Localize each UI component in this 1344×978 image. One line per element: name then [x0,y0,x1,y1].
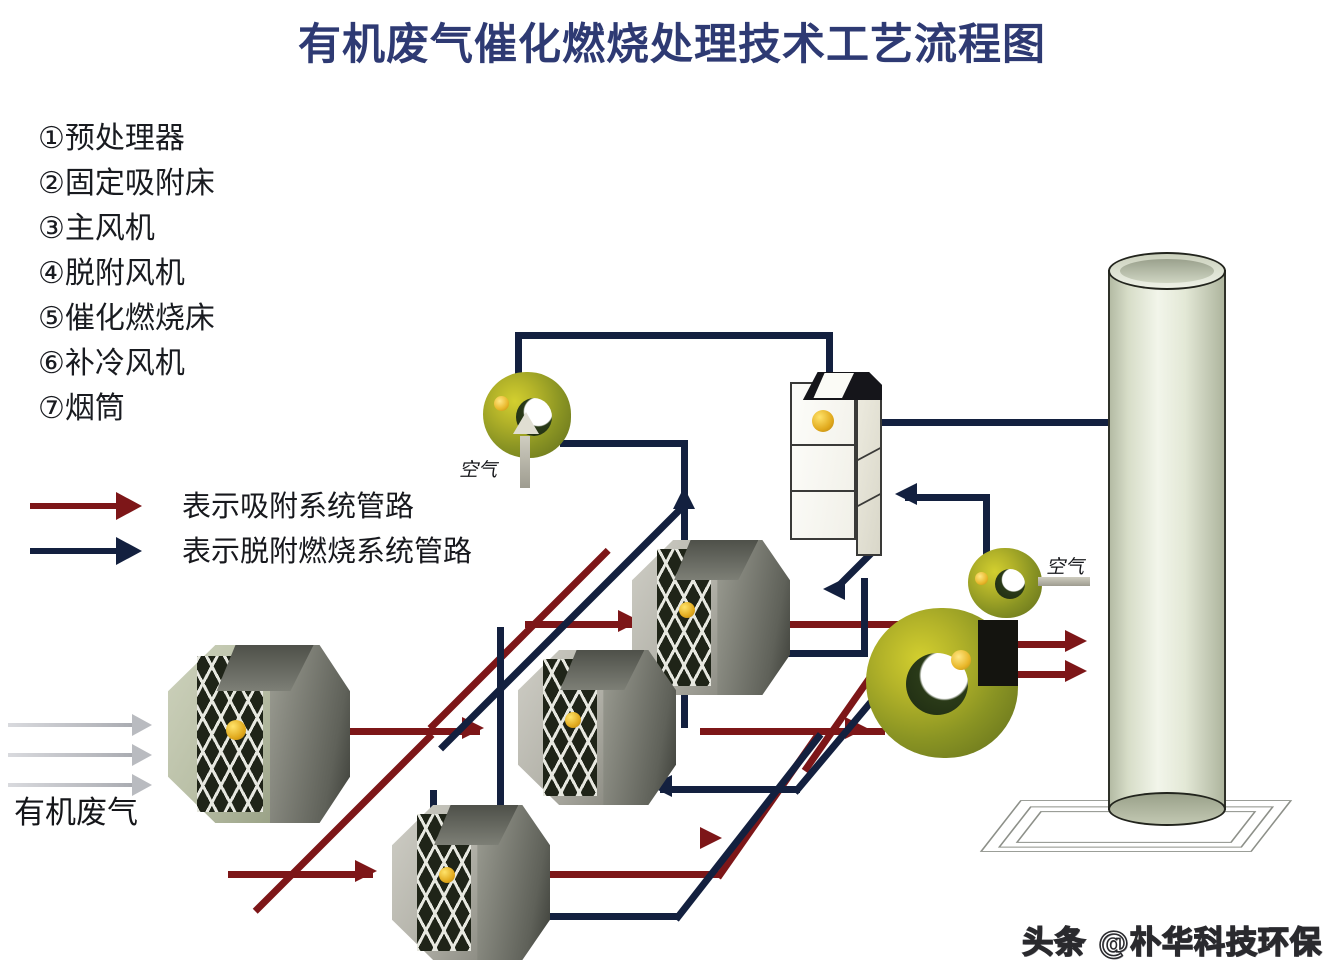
pipe-navy-to-mid-bed [660,786,800,793]
adsorption-legend-label: 表示吸附系统管路 [182,489,415,523]
main-blower-outlet-nozzle [978,620,1019,686]
arrow-navy-bed-recycle [823,578,845,600]
pipe-red-blower-out-1 [1012,641,1072,648]
pipe-red-top-bed-out [778,621,908,628]
desorption-fan-air-label: 空气 [459,459,498,481]
pipe-navy-coolfan-to-bed [905,494,990,501]
pretreatment-marker-knob [226,719,247,740]
equipment-stack[interactable] [1108,252,1226,832]
legend-item-adsorption-bed: ②固定吸附床 [38,166,215,201]
legend-item-cooling-fan: ⑥补冷风机 [38,346,185,381]
arrow-red-blower-out-1 [1065,630,1087,652]
pipe-red-mid-to-blower [700,728,885,735]
legend-item-pretreatment: ①预处理器 [38,121,185,156]
desorption-legend-arrow-icon [116,537,142,565]
equipment-desorption-fan[interactable] [483,372,571,488]
equipment-cooling-fan[interactable] [968,548,1090,618]
desorption-legend-label: 表示脱附燃烧系统管路 [182,534,473,568]
equipment-adsorption-bed-middle[interactable] [518,650,676,805]
equipment-adsorption-bed-top[interactable] [632,540,790,695]
arrow-red-return-up [700,827,722,849]
adsorption-legend-arrow-icon [116,492,142,520]
pipe-navy-diag-bottombed [673,732,824,922]
inlet-arrow-line [8,753,134,757]
equipment-main-blower[interactable] [866,608,1019,758]
arrow-navy-riser-up [673,487,695,509]
pipe-navy-top-run [515,332,833,339]
watermark: 头条 @朴华科技环保 [1021,924,1322,962]
equipment-adsorption-bed-bottom[interactable] [392,805,550,960]
inlet-arrow-line [8,783,134,787]
page-title: 有机废气催化燃烧处理技术工艺流程图 [298,20,1046,70]
pipe-navy-bed-to-stack [872,419,1177,426]
pipe-navy-to-top-bed [768,650,868,657]
equipment-legend: ①预处理器 ②固定吸附床 ③主风机 ④脱附风机 ⑤催化燃烧床 ⑥补冷风机 ⑦烟筒 [38,116,215,431]
catalytic-bed-divider-1 [790,444,856,446]
adsorption-bed-marker-knob [439,867,456,883]
cooling-fan-air-label: 空气 [1046,556,1085,578]
cooling-fan-eye [994,569,1025,599]
catalytic-bed-side-face [856,398,882,556]
pipe-navy-coolfan-riser [983,494,990,560]
pipe-navy-fan-up [515,332,522,394]
pipe-navy-to-bottom-bed [520,913,680,920]
desorption-fan-bolt [493,396,509,412]
catalytic-bed-front-face [790,382,856,540]
adsorption-bed-marker-knob [565,712,582,728]
inlet-arrow-head-icon [132,714,152,736]
arrow-red-into-bottom-bed [355,860,377,882]
desorption-fan-air-arrow-icon [512,411,539,434]
legend-item-stack: ⑦烟筒 [38,391,125,426]
stack-base-ellipse [1108,792,1226,826]
pipe-red-blower-out-2 [1012,671,1072,678]
pipe-navy-topbed-riser [861,578,868,656]
pipe-navy-left-drop [497,627,504,822]
pipe-navy-down-to-bed [826,332,833,384]
pipe-red-bottom-bed-out [540,871,720,878]
legend-item-desorption-fan: ④脱附风机 [38,256,185,291]
pipe-red-pretreat-to-mid [345,728,480,735]
cooling-fan-bolt [975,571,989,585]
cooling-fan-air-inlet-shaft [1037,577,1090,587]
main-blower-bolt [951,650,972,670]
inlet-arrow-line [8,723,134,727]
equipment-catalytic-combustion-bed[interactable] [790,372,886,562]
legend-item-main-blower: ③主风机 [38,211,155,246]
catalytic-bed-marker-knob [812,410,834,432]
arrow-red-blower-out-2 [1065,660,1087,682]
desorption-legend-line [30,548,118,554]
stack-opening [1120,259,1214,283]
inlet-arrow-head-icon [132,744,152,766]
arrow-navy-coolfan-into-bed [895,483,917,505]
stack-barrel [1108,270,1226,810]
adsorption-legend-line [30,503,118,509]
pipe-red-upper-to-top-bed [525,621,640,628]
pipe-navy-fan-right [560,440,688,447]
catalytic-bed-divider-2 [790,490,856,492]
adsorption-bed-marker-knob [679,602,696,618]
waste-gas-inlet-label: 有机废气 [14,795,138,831]
inlet-arrow-head-icon [132,774,152,796]
desorption-fan-air-inlet-shaft [519,435,530,488]
legend-item-catalytic-bed: ⑤催化燃烧床 [38,301,215,336]
pipe-red-lower-to-bottom-bed [228,871,373,878]
equipment-pretreatment-unit[interactable] [168,645,350,823]
